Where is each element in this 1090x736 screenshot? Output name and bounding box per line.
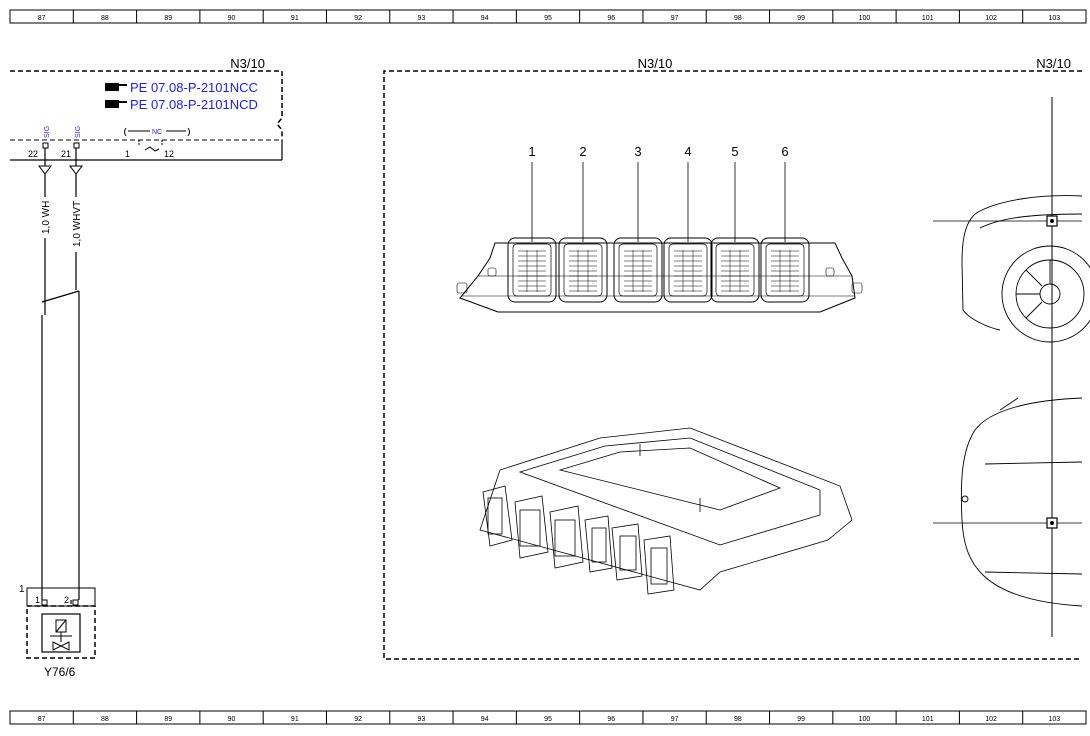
- grid-column-label: 87: [38, 716, 46, 723]
- pointing-hand-icon: [105, 100, 127, 108]
- grid-column-label: 89: [164, 716, 172, 723]
- ecu-connector-6: 6: [760, 144, 810, 303]
- grid-column-label: 100: [859, 716, 871, 723]
- grid-column-label: 97: [671, 15, 679, 22]
- grid-column-label: 94: [481, 716, 489, 723]
- pin-22-signal-label: SIG: [44, 126, 51, 138]
- grid-column-label: 90: [228, 716, 236, 723]
- component-pin-1: 1: [35, 595, 40, 605]
- grid-column-label: 88: [101, 716, 109, 723]
- grid-column-label: 95: [544, 15, 552, 22]
- connector-number-label: 6: [781, 144, 788, 159]
- pin-22-number: 22: [28, 149, 38, 159]
- grid-column-label: 96: [607, 15, 615, 22]
- ecu-connector-4: 4: [663, 144, 713, 303]
- location-marker-2: [1046, 517, 1058, 529]
- grid-column-label: 95: [544, 716, 552, 723]
- connector-number-label: 1: [528, 144, 535, 159]
- grid-column-label: 103: [1049, 716, 1061, 723]
- pin-21-number: 21: [61, 149, 71, 159]
- reference-link-1-text: PE 07.08-P-2101NCC: [130, 80, 258, 95]
- nc-label: NC: [152, 129, 162, 136]
- reference-link-2[interactable]: PE 07.08-P-2101NCD: [105, 97, 258, 112]
- ecu-connector-front-view: 1 2 3 4 5 6: [456, 144, 863, 313]
- grid-column-label: 90: [228, 15, 236, 22]
- component-y76-6[interactable]: 1 1 2 Y76/6: [19, 584, 96, 679]
- bottom-grid-ruler: 87 88 89 90 91 92 93 94 95 96 97 98 99 100 101 102 103: [9, 710, 1087, 725]
- connector-number-label: 4: [684, 144, 691, 159]
- reference-link-2-text: PE 07.08-P-2101NCD: [130, 97, 258, 112]
- grid-column-label: 99: [797, 716, 805, 723]
- left-box-title: N3/10: [230, 56, 265, 71]
- grid-column-label: 91: [291, 716, 299, 723]
- grid-column-label: 103: [1049, 15, 1061, 22]
- solenoid-valve-icon: [41, 613, 81, 653]
- grid-column-label: 91: [291, 15, 299, 22]
- grid-column-label: 98: [734, 15, 742, 22]
- connector-number-label: 3: [634, 144, 641, 159]
- vehicle-side-view: [933, 195, 1090, 343]
- grid-column-label: 89: [164, 15, 172, 22]
- vehicle-top-view: [933, 397, 1083, 607]
- grid-column-label: 88: [101, 15, 109, 22]
- component-ref-number: 1: [19, 584, 25, 595]
- top-grid-ruler: 87 88 89 90 91 92 93 94 95 96 97 98 99 100 101 102 103: [9, 9, 1087, 24]
- ecu-connector-2: 2: [558, 144, 608, 303]
- grid-column-label: 92: [354, 716, 362, 723]
- grid-column-label: 101: [922, 716, 934, 723]
- wire-pin-21[interactable]: 1,0 WHVT: [41, 148, 83, 604]
- pin-21-signal-label: SIG: [75, 126, 82, 138]
- pointing-hand-icon: [105, 83, 127, 91]
- reference-link-1[interactable]: PE 07.08-P-2101NCC: [105, 80, 258, 95]
- grid-column-label: 93: [418, 15, 426, 22]
- wire-21-label: 1,0 WHVT: [72, 201, 83, 247]
- wire-pin-22[interactable]: 1,0 WH: [38, 148, 52, 600]
- nc-bracket: NC 1 12: [124, 127, 190, 159]
- grid-column-label: 102: [985, 716, 997, 723]
- right-box-title: N3/10: [638, 56, 673, 71]
- nc-from-pin: 1: [125, 149, 130, 159]
- ecu-isometric-view: [479, 427, 853, 595]
- connector-number-label: 2: [579, 144, 586, 159]
- grid-column-label: 98: [734, 716, 742, 723]
- grid-column-label: 101: [922, 15, 934, 22]
- ecu-connector-1: 1: [507, 144, 557, 303]
- wire-22-label: 1,0 WH: [41, 201, 52, 234]
- location-marker-1: [1046, 215, 1058, 227]
- grid-column-label: 96: [607, 716, 615, 723]
- grid-column-label: 97: [671, 716, 679, 723]
- component-pin-2: 2: [64, 595, 69, 605]
- ecu-connector-5: 5: [710, 144, 760, 303]
- grid-column-label: 87: [38, 15, 46, 22]
- grid-column-label: 99: [797, 15, 805, 22]
- grid-column-label: 100: [859, 15, 871, 22]
- grid-column-label: 92: [354, 15, 362, 22]
- left-control-unit-box: N3/10 PE 07.08-P-2101NCC PE 07.08-P-2101…: [10, 56, 283, 679]
- connector-number-label: 5: [731, 144, 738, 159]
- grid-column-label: 93: [418, 716, 426, 723]
- grid-column-label: 94: [481, 15, 489, 22]
- ecu-connector-3: 3: [613, 144, 663, 303]
- right-location-box: N3/10 N3/10 1 2 3 4 5 6: [383, 56, 1090, 660]
- component-label: Y76/6: [44, 665, 76, 679]
- isometric-plugs: [482, 485, 675, 595]
- grid-column-label: 102: [985, 15, 997, 22]
- nc-to-pin: 12: [164, 149, 174, 159]
- right-box-title-far: N3/10: [1036, 56, 1071, 71]
